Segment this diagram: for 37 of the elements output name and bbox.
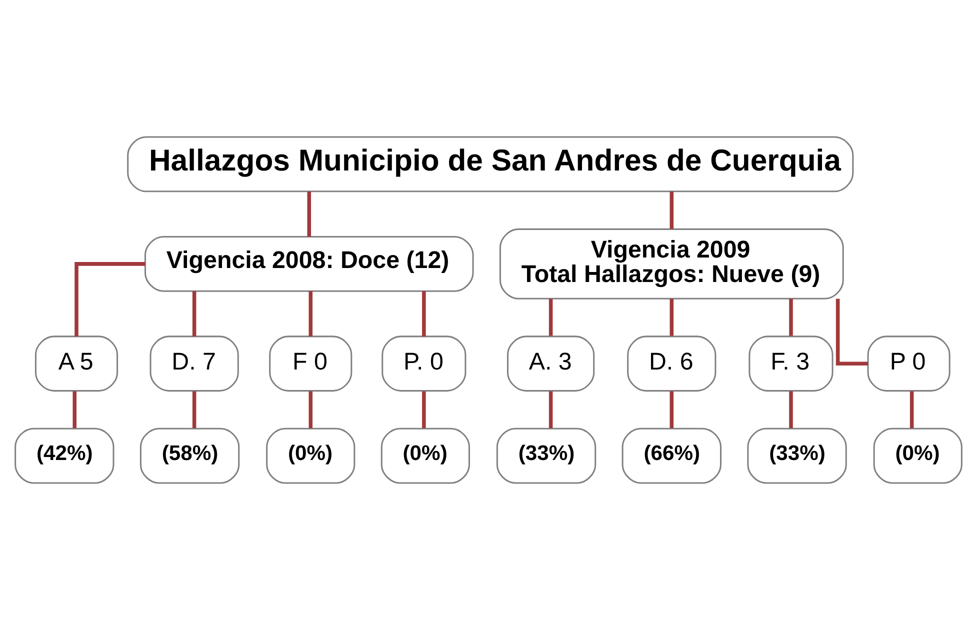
connector	[192, 290, 196, 336]
node-box: Vigencia 2008: Doce (12)	[144, 235, 474, 292]
connector	[789, 390, 793, 428]
connector	[670, 390, 674, 428]
connector	[72, 390, 76, 428]
node-box: P 0	[867, 335, 950, 392]
node-box: P. 0	[382, 335, 466, 392]
connector	[910, 390, 914, 428]
node-box: A. 3	[507, 335, 595, 392]
node-box: (33%)	[747, 427, 847, 484]
node-box: D. 7	[150, 335, 239, 392]
node-box: F. 3	[748, 335, 834, 392]
connector	[308, 290, 313, 336]
node-box: (42%)	[14, 427, 114, 484]
connector	[307, 190, 311, 236]
node-box: A 5	[34, 335, 118, 392]
node-box: D. 6	[627, 335, 716, 392]
node-box: Vigencia 2009 Total Hallazgos: Nueve (9)	[499, 228, 844, 299]
connector	[670, 190, 674, 228]
node-box: (58%)	[140, 427, 240, 484]
connector	[548, 298, 553, 336]
connector	[836, 298, 868, 366]
connector	[74, 262, 146, 336]
connector	[548, 390, 553, 428]
node-box: Hallazgos Municipio de San Andres de Cuerquia	[127, 136, 854, 192]
node-box: F 0	[269, 335, 352, 392]
connector	[308, 390, 313, 428]
node-box: (0%)	[873, 427, 962, 484]
node-box: (0%)	[380, 427, 470, 484]
node-box: (0%)	[266, 427, 356, 484]
node-box: (33%)	[496, 427, 596, 484]
connector	[670, 298, 674, 336]
connector	[422, 390, 426, 428]
node-box: (66%)	[622, 427, 722, 484]
connector	[422, 290, 426, 336]
connector	[789, 298, 793, 336]
connector	[192, 390, 196, 428]
